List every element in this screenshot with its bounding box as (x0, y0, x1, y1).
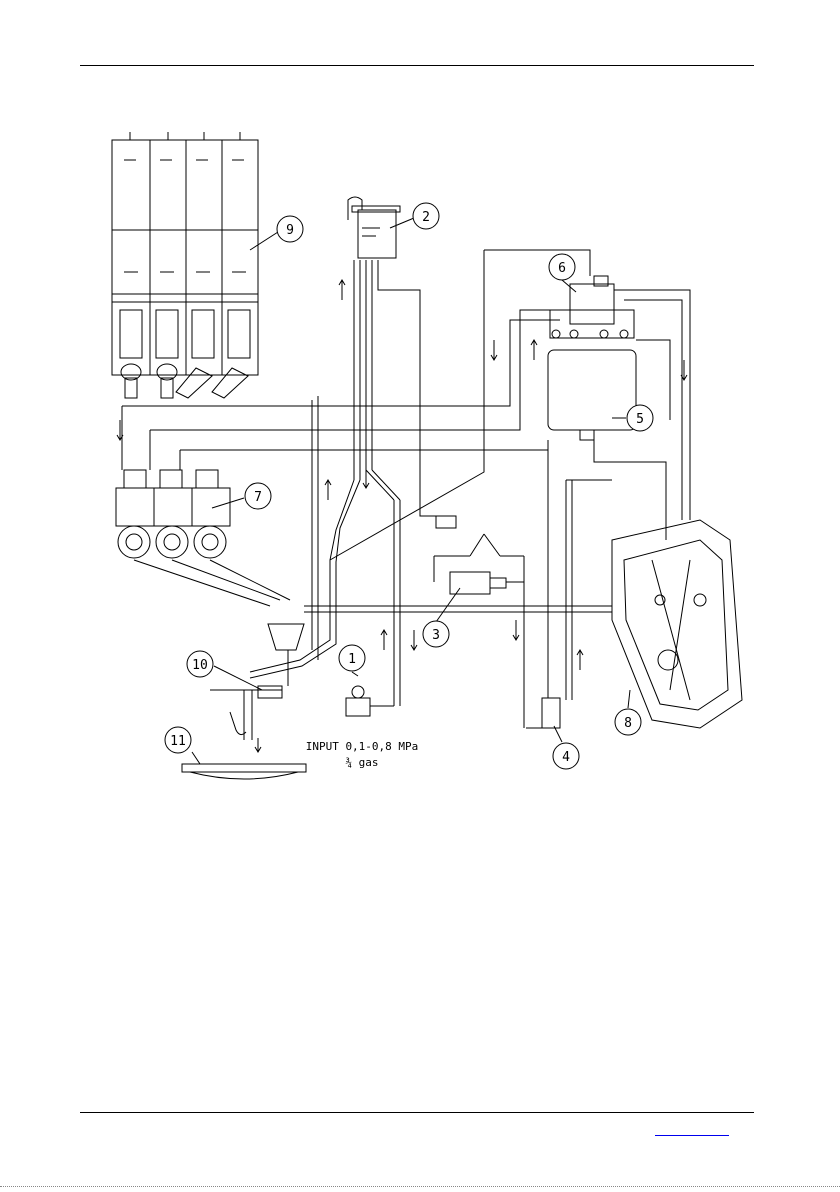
callout-3: 3 (423, 621, 449, 647)
svg-text:8: 8 (624, 716, 632, 731)
svg-text:10: 10 (192, 658, 208, 673)
mixer-group (116, 470, 230, 558)
funnel (268, 624, 304, 650)
drip-tray (182, 764, 306, 779)
input-thread-text: ¾ gas (345, 756, 378, 769)
callout-1: 1 (339, 645, 365, 671)
svg-text:5: 5 (636, 412, 644, 427)
boiler-assembly (548, 276, 636, 440)
svg-text:9: 9 (286, 223, 294, 238)
callout-11: 11 (165, 727, 191, 753)
callout-7: 7 (245, 483, 271, 509)
filter (526, 698, 560, 728)
svg-text:3: 3 (432, 628, 440, 643)
canister-group (112, 132, 258, 398)
input-pressure-text: INPUT 0,1-0,8 MPa (306, 740, 419, 753)
svg-text:11: 11 (170, 734, 186, 749)
input-label: INPUT 0,1-0,8 MPa ¾ gas (306, 740, 419, 769)
flow-arrows (117, 280, 687, 752)
page-bottom-edge (0, 1186, 840, 1188)
callout-5: 5 (627, 405, 653, 431)
waste-assembly (210, 686, 282, 740)
callout-8: 8 (615, 709, 641, 735)
footer-rule (80, 1112, 754, 1113)
svg-text:7: 7 (254, 490, 262, 505)
callout-2: 2 (413, 203, 439, 229)
footer-link[interactable] (655, 1121, 729, 1136)
svg-text:4: 4 (562, 750, 570, 765)
svg-text:6: 6 (558, 261, 566, 276)
brewer-unit (612, 520, 742, 728)
callouts: 1 2 3 4 5 6 7 8 9 10 11 (165, 203, 653, 769)
svg-text:2: 2 (422, 210, 430, 225)
callout-10: 10 (187, 651, 213, 677)
svg-text:1: 1 (348, 652, 356, 667)
callout-6: 6 (549, 254, 575, 280)
inlet-valve (346, 500, 400, 716)
callout-9: 9 (277, 216, 303, 242)
callout-4: 4 (553, 743, 579, 769)
